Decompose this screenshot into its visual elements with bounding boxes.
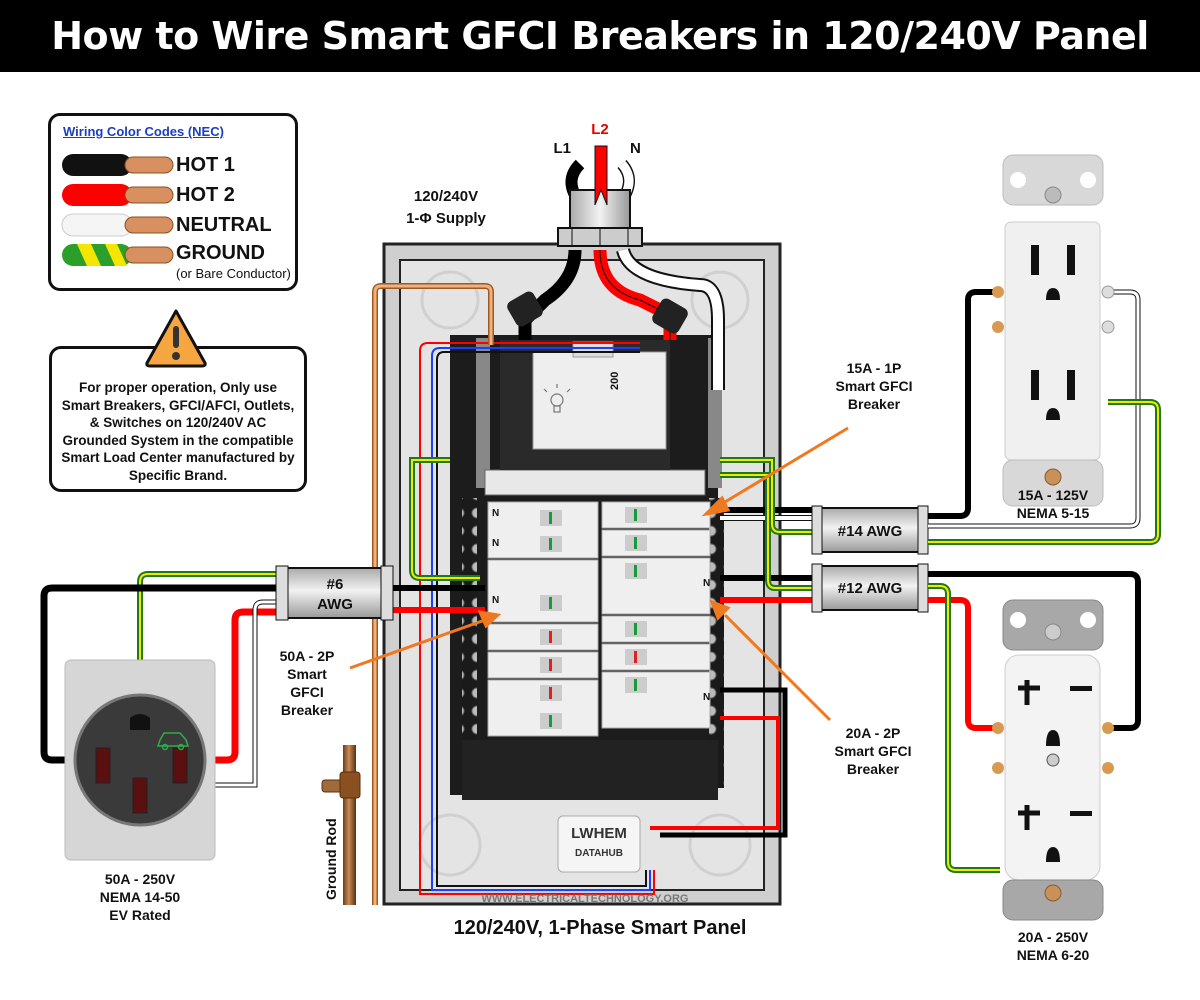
svg-text:50A - 250V: 50A - 250V xyxy=(105,871,176,887)
nema-6-20-receptacle xyxy=(992,599,1114,921)
svg-text:20A - 2P: 20A - 2P xyxy=(846,725,901,741)
svg-text:Smart GFCI: Smart GFCI xyxy=(835,378,912,394)
neutral-marker: N xyxy=(492,508,499,519)
svg-text:GFCI: GFCI xyxy=(290,684,323,700)
supply-conductors xyxy=(507,247,725,390)
ground-rod-label: Ground Rod xyxy=(323,818,339,900)
breaker-handles xyxy=(540,507,647,729)
grounding-conductor xyxy=(372,283,494,905)
supply-l1-label: L1 xyxy=(553,140,571,157)
svg-text:20A - 250V: 20A - 250V xyxy=(1018,929,1089,945)
datahub-label: LWHEM xyxy=(571,825,627,842)
main-breaker-rating: 200 xyxy=(609,372,621,390)
svg-text:15A - 1P: 15A - 1P xyxy=(847,360,902,376)
warning-text: For proper operation, Only use Smart Bre… xyxy=(61,380,295,483)
callout-arrows xyxy=(349,426,849,722)
ev-car-icon xyxy=(156,732,190,751)
legend-hot2: HOT 2 xyxy=(176,184,235,206)
smart-bulb-icon xyxy=(543,384,571,413)
datahub: LWHEM DATAHUB xyxy=(557,815,641,873)
svg-text:Smart GFCI: Smart GFCI xyxy=(834,743,911,759)
nema-14-50-caption: 50A - 250V NEMA 14-50 EV Rated xyxy=(100,871,181,923)
service-entry-fitting xyxy=(557,145,643,247)
neutral-marker: N xyxy=(492,595,499,606)
main-breaker: 200 xyxy=(500,340,670,470)
supply-phase-label: 1-Φ Supply xyxy=(406,210,486,227)
svg-text:NEMA 14-50: NEMA 14-50 xyxy=(100,889,181,905)
legend-heading: Wiring Color Codes (NEC) xyxy=(63,124,224,139)
warning-triangle-icon xyxy=(145,309,207,368)
supply-n-label: N xyxy=(630,140,641,157)
neutral-marker: N xyxy=(492,538,499,549)
ground-wire-icon xyxy=(62,244,174,266)
svg-text:50A - 2P: 50A - 2P xyxy=(280,648,335,664)
svg-text:NEMA 5-15: NEMA 5-15 xyxy=(1017,505,1090,521)
branch-breakers: N N N N N xyxy=(462,501,718,800)
neutral-marker: N xyxy=(703,692,710,703)
legend-neutral: NEUTRAL xyxy=(176,214,272,236)
legend-hot1: HOT 1 xyxy=(176,154,235,176)
wiring-diagram: 200 xyxy=(40,121,1161,963)
conduit-14awg: #14 AWG xyxy=(811,505,929,555)
conduit-12awg: #12 AWG xyxy=(811,563,929,613)
wiring-color-legend: Wiring Color Codes (NEC) HOT 1 HOT 2 NEU… xyxy=(48,113,298,291)
svg-text:Breaker: Breaker xyxy=(281,702,334,718)
neutral-marker: N xyxy=(703,578,710,589)
supply-voltage-label: 120/240V xyxy=(414,188,478,205)
datahub-sublabel: DATAHUB xyxy=(575,848,623,859)
panel-caption: 120/240V, 1-Phase Smart Panel xyxy=(454,917,747,939)
conduit-14awg-label: #14 AWG xyxy=(838,523,902,540)
conduit-6awg-label-2: AWG xyxy=(317,596,353,613)
page-title: How to Wire Smart GFCI Breakers in 120/2… xyxy=(0,0,1200,72)
callout-15a: 15A - 1P Smart GFCI Breaker xyxy=(835,360,912,412)
svg-text:15A - 125V: 15A - 125V xyxy=(1018,487,1089,503)
conduit-6awg-label-1: #6 xyxy=(327,576,344,593)
neutral-wire-icon xyxy=(61,213,174,237)
conduit-12awg-label: #12 AWG xyxy=(838,580,902,597)
conduit-6awg: #6 AWG xyxy=(275,565,394,621)
legend-ground-sub: (or Bare Conductor) xyxy=(176,266,291,281)
svg-text:EV Rated: EV Rated xyxy=(109,907,170,923)
wires-to-nema-6-20 xyxy=(928,571,1141,873)
svg-text:Breaker: Breaker xyxy=(848,396,901,412)
nema-5-15-receptacle xyxy=(992,154,1115,507)
left-breaker-column xyxy=(487,501,599,737)
wire-swatches xyxy=(61,154,174,266)
datahub-cables xyxy=(419,342,655,895)
nema-5-15-caption: 15A - 125V NEMA 5-15 xyxy=(1017,487,1090,521)
hot1-wire-icon xyxy=(62,154,174,176)
right-breaker-column xyxy=(601,501,711,729)
legend-ground: GROUND xyxy=(176,242,265,264)
branch-wires-right xyxy=(650,457,820,838)
hot2-wire-icon xyxy=(62,184,174,206)
supply-l2-label: L2 xyxy=(591,121,609,138)
ground-rod xyxy=(321,745,361,905)
nema-6-20-caption: 20A - 250V NEMA 6-20 xyxy=(1017,929,1090,963)
svg-text:Breaker: Breaker xyxy=(847,761,900,777)
svg-text:NEMA 6-20: NEMA 6-20 xyxy=(1017,947,1090,963)
nema-14-50-receptacle xyxy=(64,659,216,861)
svg-text:Smart: Smart xyxy=(287,666,327,682)
callout-50a: 50A - 2P Smart GFCI Breaker xyxy=(280,648,335,718)
website-label: WWW.ELECTRICALTECHNOLOGY.ORG xyxy=(482,893,689,905)
wires-to-nema-5-15 xyxy=(928,289,1161,545)
callout-20a: 20A - 2P Smart GFCI Breaker xyxy=(834,725,911,777)
